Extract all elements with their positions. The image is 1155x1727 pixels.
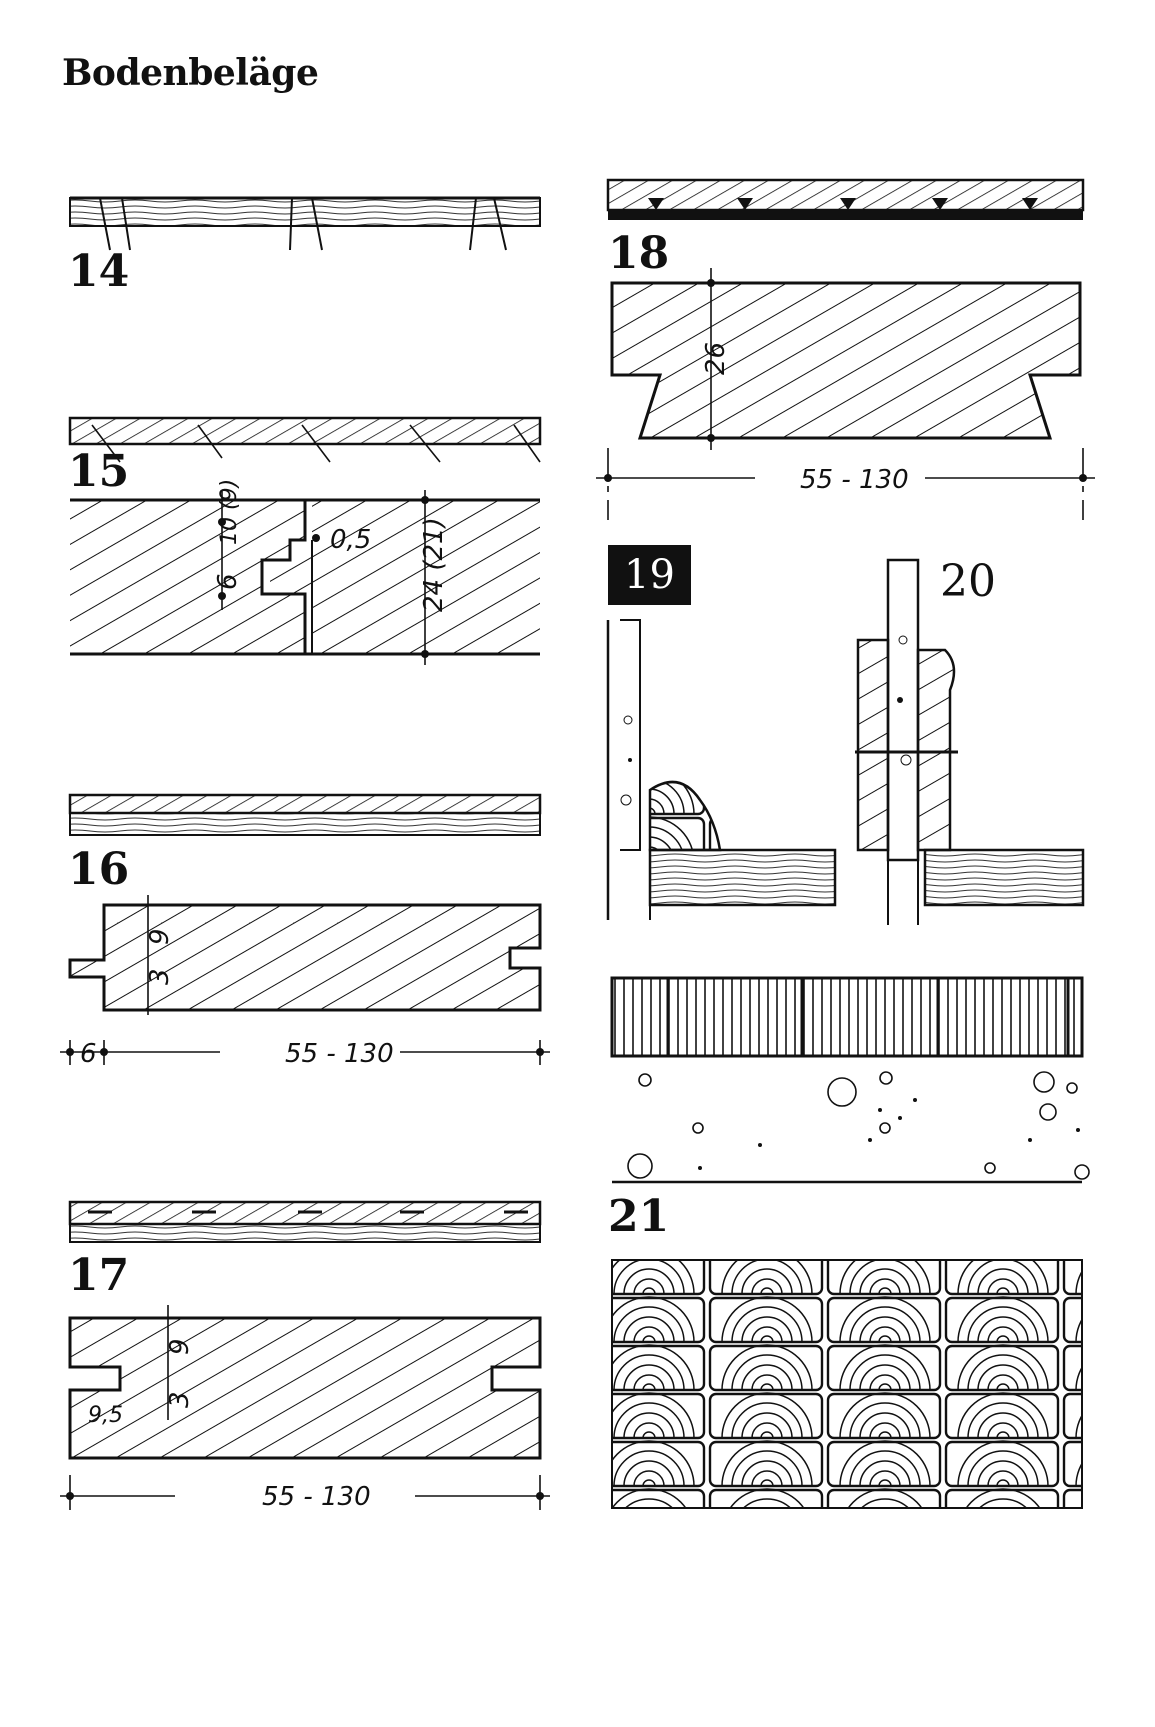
figure-17-dim-groove-depth: 9,5 bbox=[88, 1403, 123, 1428]
figure-19-skirting-detail bbox=[606, 619, 837, 920]
figure-18-section bbox=[596, 268, 1095, 520]
figure-21-screed bbox=[612, 1071, 1090, 1184]
figure-18-strip bbox=[606, 178, 1085, 220]
figure-15-dim-tongue-height: 10 (9) bbox=[217, 479, 242, 545]
figure-18-dim-thickness: 26 bbox=[701, 342, 731, 375]
figure-16-dim-width: 55 - 130 bbox=[285, 1039, 394, 1069]
figure-number-16: 16 bbox=[68, 844, 130, 895]
figure-17-dim-width: 55 - 130 bbox=[262, 1482, 371, 1512]
figure-15-dim-tongue-offset: 6 bbox=[213, 573, 243, 590]
figure-21-end-grain-row bbox=[610, 976, 1084, 1058]
figure-number-20: 20 bbox=[940, 556, 996, 607]
figure-17-dim-tongue: 3 bbox=[165, 1391, 195, 1408]
figure-number-17: 17 bbox=[68, 1250, 130, 1301]
figure-number-19: 19 bbox=[608, 545, 691, 605]
figure-15-dim-thickness: 24 (21) bbox=[419, 517, 449, 612]
figure-number-18: 18 bbox=[608, 228, 670, 279]
figure-21-wood-blocks bbox=[611, 1259, 1083, 1509]
figure-16-dim-tongue-length: 6 bbox=[80, 1039, 97, 1069]
figure-17-section bbox=[60, 1305, 550, 1510]
figure-16-strip bbox=[68, 793, 542, 836]
figure-number-15: 15 bbox=[68, 446, 130, 497]
figure-15-dim-gap: 0,5 bbox=[330, 525, 371, 555]
figure-16-dim-top: 9 bbox=[145, 928, 175, 945]
figure-20-skirting-detail bbox=[855, 558, 1085, 925]
figure-14-board-strip bbox=[69, 196, 541, 251]
page-title: Bodenbeläge bbox=[62, 52, 319, 94]
figure-number-14: 14 bbox=[68, 246, 130, 297]
figure-17-strip bbox=[68, 1200, 542, 1243]
figure-16-dim-tongue: 3 bbox=[145, 968, 175, 985]
figure-number-21: 21 bbox=[608, 1191, 670, 1242]
figure-17-dim-top: 9 bbox=[165, 1338, 195, 1355]
figure-15-strip bbox=[68, 416, 542, 463]
figure-18-dim-width: 55 - 130 bbox=[800, 465, 909, 495]
figure-15-section bbox=[70, 490, 540, 665]
figure-16-section bbox=[60, 895, 550, 1065]
